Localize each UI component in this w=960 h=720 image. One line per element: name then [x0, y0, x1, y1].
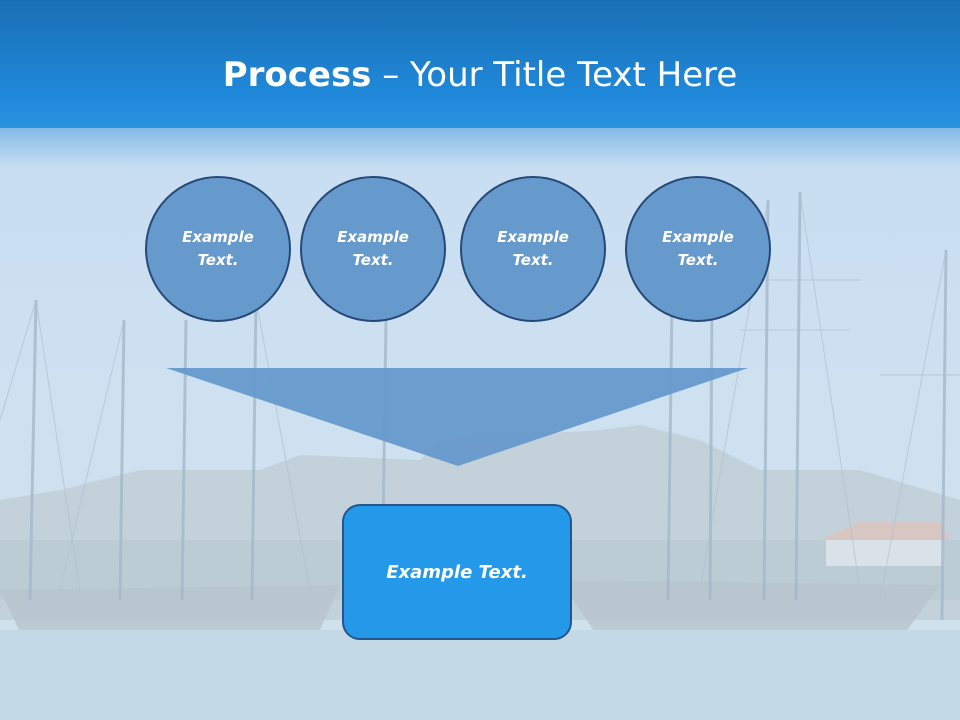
process-circle-1-label: Example Text. — [182, 228, 254, 269]
funnel-arrow — [166, 368, 748, 466]
title-banner-fade — [0, 128, 960, 168]
result-box-label: Example Text. — [386, 561, 528, 583]
process-circle-1[interactable]: Example Text. — [145, 176, 291, 322]
result-box[interactable]: Example Text. — [342, 504, 572, 640]
process-circle-4-label: Example Text. — [662, 228, 734, 269]
title-banner — [0, 0, 960, 128]
process-circle-3-label: Example Text. — [497, 228, 569, 269]
process-circle-3[interactable]: Example Text. — [460, 176, 606, 322]
slide-title-bold: Process — [222, 55, 372, 95]
slide-title-rest: – Your Title Text Here — [371, 55, 738, 95]
slide-title: Process – Your Title Text Here — [0, 52, 960, 98]
process-circle-4[interactable]: Example Text. — [625, 176, 771, 322]
process-circle-2-label: Example Text. — [337, 228, 409, 269]
process-circle-2[interactable]: Example Text. — [300, 176, 446, 322]
